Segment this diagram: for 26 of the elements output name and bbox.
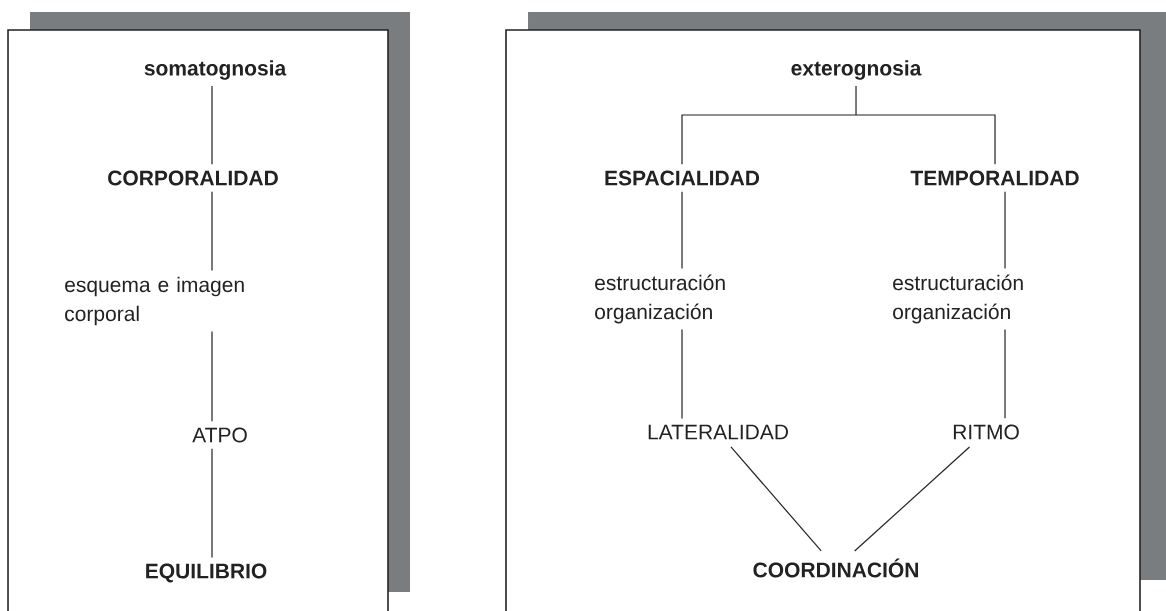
connector-line: [211, 448, 213, 558]
heading-text: somatognosia: [144, 60, 287, 80]
connector-line: [211, 330, 213, 422]
node-text: esquema e imagen corporal: [65, 276, 244, 326]
heading-text: COORDINACIÓN: [753, 558, 918, 578]
heading-text: EQUILIBRIO: [146, 563, 267, 583]
connector-line: [730, 446, 822, 552]
node-text: estructuración organización: [893, 274, 1023, 324]
connector-line: [681, 191, 683, 269]
panel: [7, 12, 410, 611]
connector-line: [854, 446, 971, 552]
heading-text: exterognosia: [791, 60, 922, 80]
node-text: ATPO: [192, 427, 247, 443]
panel: [505, 12, 1166, 611]
connector-line: [681, 329, 683, 420]
connector-line: [1004, 329, 1006, 419]
node-text: estructuración organización: [595, 274, 725, 324]
heading-text: CORPORALIDAD: [108, 170, 278, 186]
branch-connector: [681, 85, 996, 165]
heading-text: TEMPORALIDAD: [910, 170, 1079, 186]
node-text: RITMO: [953, 424, 1019, 440]
connector-line: [211, 191, 213, 272]
heading-text: ESPACIALIDAD: [605, 170, 760, 186]
connector-line: [1004, 191, 1006, 269]
node-text: LATERALIDAD: [648, 424, 788, 440]
connector-line: [211, 85, 213, 165]
